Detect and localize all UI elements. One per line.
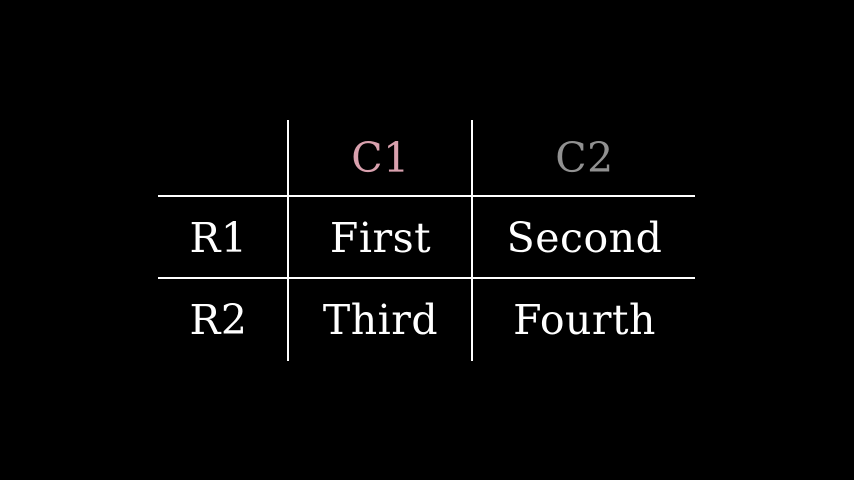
table-cell-r2-c2: Fourth [513, 296, 656, 344]
column-header-c2: C2 [555, 133, 614, 182]
table-horizontal-line-1 [158, 195, 695, 197]
table-vertical-line-2 [471, 120, 473, 361]
table-cell-r2-c1: Third [322, 296, 439, 344]
column-header-c1: C1 [351, 133, 410, 182]
table-cell-r1-c2: Second [506, 213, 663, 262]
row-label-r1: R1 [189, 213, 248, 262]
table-horizontal-line-2 [158, 277, 695, 279]
table-vertical-line-1 [287, 120, 289, 361]
table-cell-r1-c1: First [329, 213, 432, 262]
table-corner-cell [150, 120, 287, 196]
row-label-r2: R2 [189, 296, 248, 344]
